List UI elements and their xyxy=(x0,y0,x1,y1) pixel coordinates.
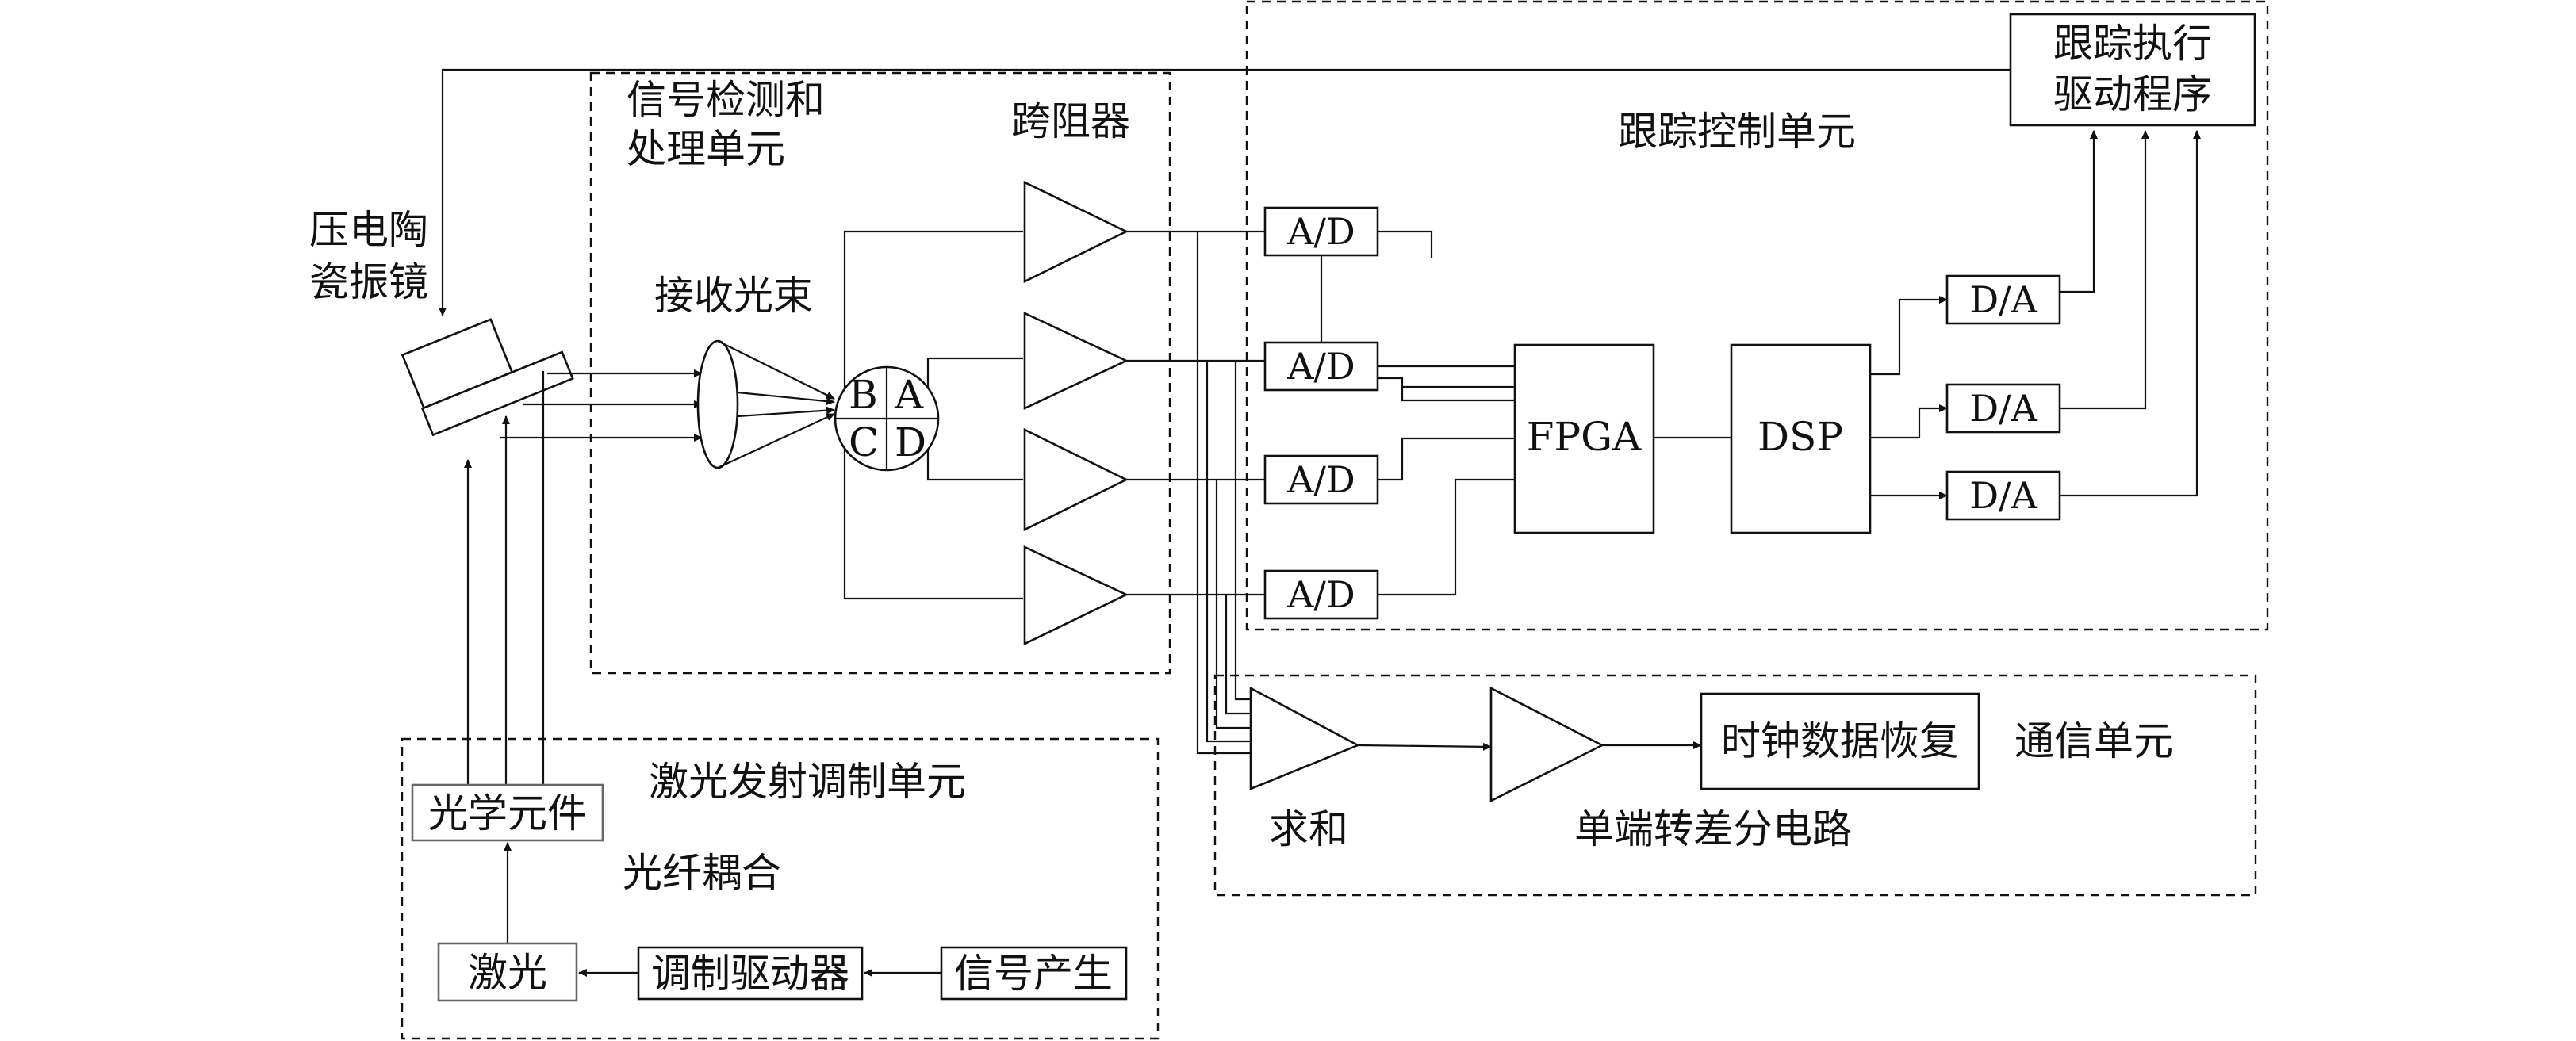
tap-4 xyxy=(1225,595,1251,715)
svg-text:A/D: A/D xyxy=(1286,458,1355,501)
det-c-line xyxy=(926,449,1023,481)
quadrant-c: C xyxy=(849,419,879,465)
focus-line-1 xyxy=(717,340,835,400)
svg-text:D/A: D/A xyxy=(1969,278,2037,321)
tia-label: 跨阻器 xyxy=(1011,98,1130,144)
tia-amp-4 xyxy=(1023,545,1129,646)
quadrant-d: D xyxy=(895,419,926,465)
tia-amp-2 xyxy=(1023,311,1129,411)
det-a-line xyxy=(843,230,1023,388)
da-3: D/A xyxy=(1945,470,2061,521)
signal-detection-region xyxy=(589,71,1171,675)
ad-2: A/D xyxy=(1263,341,1379,392)
svg-text:FPGA: FPGA xyxy=(1527,414,1642,460)
svg-text:跟踪执行驱动程序: 跟踪执行驱动程序 xyxy=(2053,21,2212,117)
ad-1: A/D xyxy=(1263,206,1379,257)
tia-amp-3 xyxy=(1023,427,1129,532)
tap-3 xyxy=(1215,480,1251,729)
det-b-line xyxy=(926,357,1023,388)
tap-1 xyxy=(1196,232,1251,755)
svg-text:A/D: A/D xyxy=(1286,573,1355,616)
quadrant-detector: B A C D xyxy=(834,365,940,472)
sum-to-diff xyxy=(1357,742,1492,751)
feedback-line xyxy=(439,68,2011,316)
laser-emission-label: 激光发射调制单元 xyxy=(649,759,966,805)
laser-block: 激光 xyxy=(437,942,578,1002)
single-to-diff-amp xyxy=(1489,686,1604,803)
ad-3: A/D xyxy=(1263,454,1379,505)
svg-text:时钟数据恢复: 时钟数据恢复 xyxy=(1721,718,1959,764)
tracking-driver-block: 跟踪执行驱动程序 xyxy=(2009,13,2256,127)
optics-block: 光学元件 xyxy=(411,783,604,842)
ad3-fpga xyxy=(1378,437,1515,481)
da3-driver xyxy=(2060,130,2201,497)
sum-amp xyxy=(1249,686,1361,790)
da1-driver xyxy=(2060,130,2098,293)
svg-text:光学元件: 光学元件 xyxy=(428,790,587,836)
svg-text:激光: 激光 xyxy=(468,950,547,996)
ad1-fpga xyxy=(1378,230,1433,258)
focus-line-3 xyxy=(737,406,835,418)
focus-line-4 xyxy=(717,413,835,469)
lens xyxy=(696,339,739,469)
single-to-diff-label: 单端转差分电路 xyxy=(1574,806,1852,852)
dsp-block: DSP xyxy=(1730,343,1872,534)
fiber-coupling-label: 光纤耦合 xyxy=(623,850,781,896)
ad2-fpga-b xyxy=(1378,377,1515,402)
svg-text:D/A: D/A xyxy=(1969,387,2037,430)
svg-text:信号产生: 信号产生 xyxy=(954,951,1113,997)
tap-2 xyxy=(1206,361,1251,743)
svg-text:D/A: D/A xyxy=(1969,474,2037,517)
det-d-line xyxy=(843,449,1023,600)
laser-emission-region xyxy=(401,737,1160,1040)
communication-region xyxy=(1213,674,2257,897)
receive-beam-label: 接收光束 xyxy=(654,273,813,319)
tracking-control-region xyxy=(1245,0,2269,631)
ad-4: A/D xyxy=(1263,569,1379,620)
signal-gen-block: 信号产生 xyxy=(940,946,1128,1001)
svg-text:A/D: A/D xyxy=(1286,345,1355,388)
tracking-control-label: 跟踪控制单元 xyxy=(1618,109,1856,155)
piezo-mirror-label: 压电陶瓷振镜 xyxy=(309,207,428,305)
dsp-da2 xyxy=(1870,404,1948,439)
da-1: D/A xyxy=(1945,274,2061,325)
ad4-fpga xyxy=(1378,478,1515,596)
focus-line-2 xyxy=(737,391,835,405)
da-2: D/A xyxy=(1945,383,2061,434)
tia-amp-1 xyxy=(1023,180,1129,284)
sum-label: 求和 xyxy=(1269,806,1348,852)
da2-driver xyxy=(2060,130,2149,410)
tap-5 xyxy=(1234,361,1251,701)
svg-text:A/D: A/D xyxy=(1286,210,1355,253)
clock-recovery-block: 时钟数据恢复 xyxy=(1700,692,1980,790)
quadrant-a: A xyxy=(894,372,924,418)
dsp-da1 xyxy=(1870,296,1948,376)
svg-text:DSP: DSP xyxy=(1758,414,1843,460)
signal-detection-label: 信号检测和处理单元 xyxy=(627,77,825,172)
svg-text:调制驱动器: 调制驱动器 xyxy=(651,951,849,997)
fpga-block: FPGA xyxy=(1513,343,1655,534)
piezo-mirror xyxy=(401,318,574,437)
communication-label: 通信单元 xyxy=(2014,718,2173,764)
mod-driver-block: 调制驱动器 xyxy=(637,946,864,1001)
quadrant-b: B xyxy=(849,372,878,418)
